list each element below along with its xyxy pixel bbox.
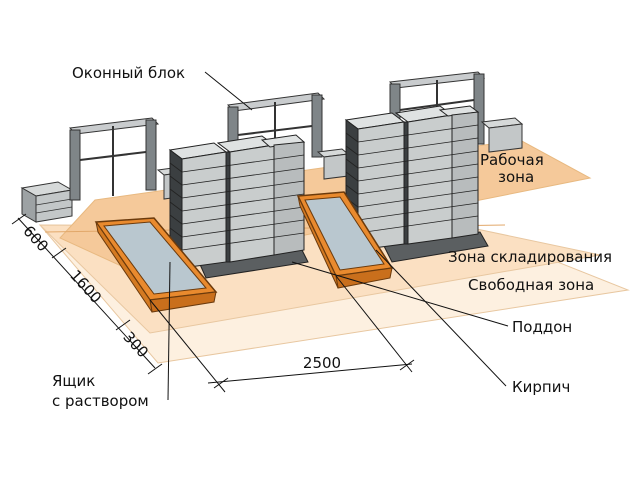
window-frame-left	[68, 117, 160, 201]
dimension-line-2500	[149, 275, 415, 393]
label-mortar-box-line1: Ящик	[52, 372, 95, 390]
label-work-zone-line2: зона	[498, 168, 534, 186]
wall-brick-stack-small	[156, 117, 524, 200]
label-mortar-box-line2: с раствором	[52, 392, 149, 410]
label-free-zone: Свободная зона	[468, 276, 594, 294]
mortar-box-left	[94, 217, 218, 313]
dimension-2500: 2500	[303, 354, 341, 372]
label-brick: Кирпич	[512, 378, 570, 396]
label-work-zone-line1: Рабочая	[480, 151, 544, 169]
label-pallet: Поддон	[512, 318, 572, 336]
brick-stacks-right	[344, 105, 489, 263]
label-storage-zone: Зона складирования	[448, 248, 612, 266]
brick-stacks-left	[168, 134, 309, 279]
mortar-box-right	[296, 191, 394, 289]
wall-brick-stack-left	[20, 181, 74, 223]
label-window-block: Оконный блок	[72, 64, 185, 82]
leader-lines	[167, 71, 509, 401]
dimension-lines-left	[11, 213, 163, 375]
window-frame-right	[388, 71, 486, 145]
